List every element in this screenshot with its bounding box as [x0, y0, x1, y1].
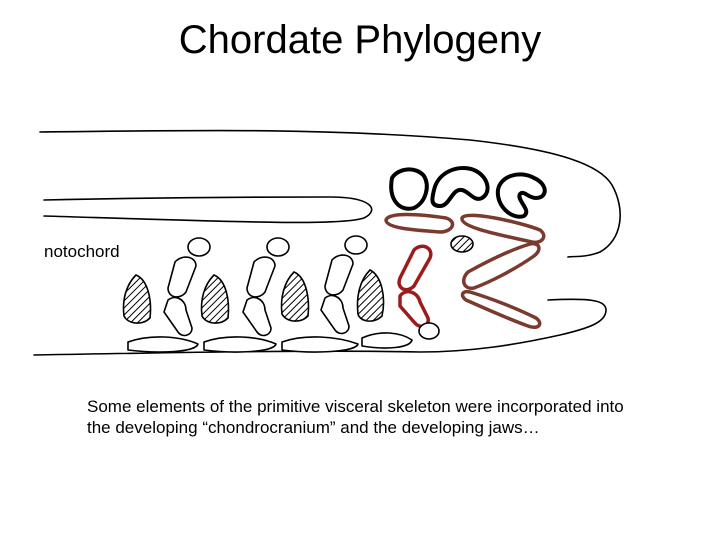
arch-ventral-element: [127, 336, 199, 353]
small-hatched-element: [450, 235, 474, 253]
chondrocranium-elements: [384, 212, 546, 330]
nasal-capsule: [389, 167, 429, 211]
arch-dorsal-element: [344, 235, 368, 255]
arch-ventral-element: [361, 332, 413, 349]
gill-pouch: [280, 271, 310, 322]
sensory-capsules: [389, 166, 547, 253]
caption: Some elements of the primitive visceral …: [87, 397, 624, 437]
arch-dorsal-element: [266, 237, 290, 257]
arch-ventral-element: [203, 336, 277, 353]
gill-arch-3: [280, 235, 413, 353]
gill-pouch: [200, 274, 230, 324]
lower-jaw-element: [398, 290, 430, 329]
optic-capsule: [430, 166, 490, 208]
arch-upper-element: [167, 256, 197, 298]
arch-upper-element: [324, 254, 354, 296]
arch-ventral-element: [281, 336, 359, 353]
gill-pouch: [122, 274, 152, 324]
arch-lower-element: [242, 296, 272, 337]
otic-capsule: [495, 172, 547, 219]
slide-title: Chordate Phylogeny: [178, 18, 542, 62]
gill-arch-2: [200, 237, 290, 353]
arch-lower-element: [320, 294, 350, 335]
trabecula: [384, 212, 455, 234]
jaw-joint-element: [418, 322, 440, 340]
arch-upper-element: [246, 256, 276, 298]
arch-dorsal-element: [187, 237, 211, 257]
upper-jaw-element: [397, 244, 433, 292]
arch-lower-element: [163, 296, 193, 337]
notochord-label: notochord: [44, 242, 120, 261]
gill-pouch: [356, 269, 385, 322]
notochord: [43, 196, 373, 224]
body-outline-top: [39, 129, 621, 258]
meckels-cartilage: [460, 289, 542, 330]
gill-arch-1: [122, 237, 211, 353]
parachordal: [460, 213, 546, 245]
jaw-arch: [397, 244, 440, 340]
palatoquadrate: [462, 241, 541, 290]
